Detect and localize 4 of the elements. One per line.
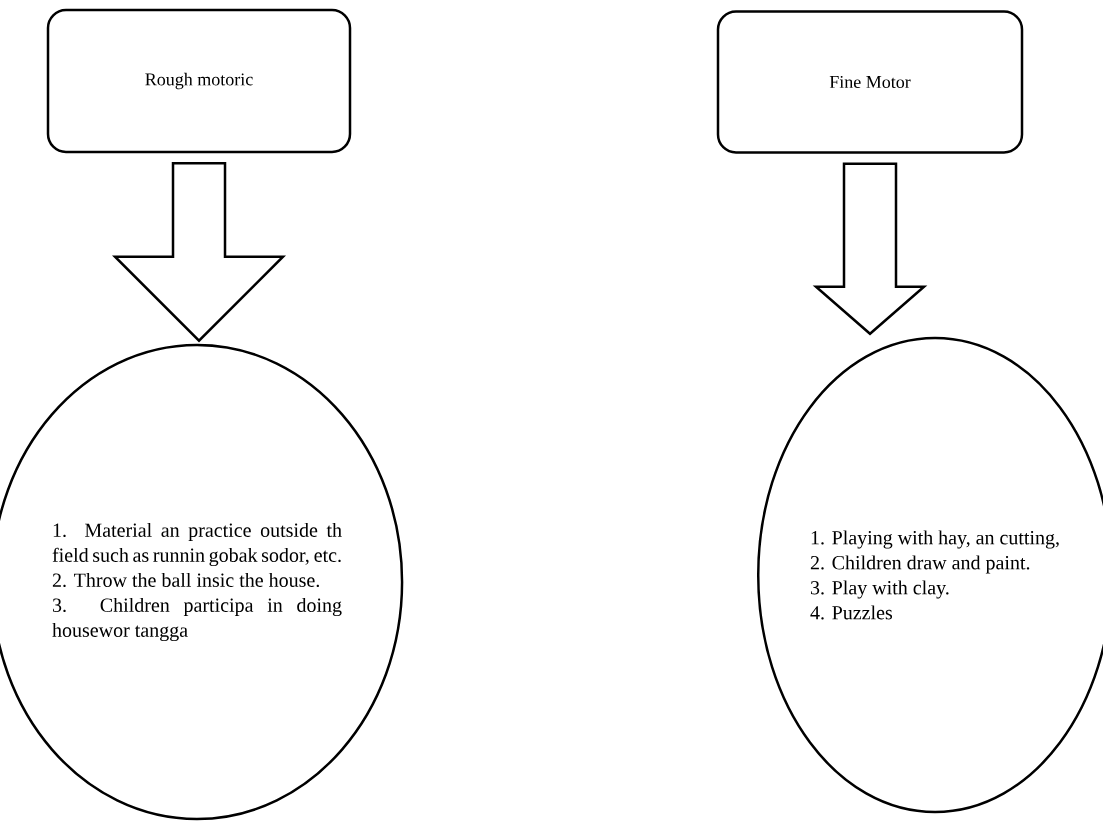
block-arrow	[812, 162, 928, 336]
rounded-box: Fine Motor	[716, 10, 1024, 154]
block-arrow	[112, 162, 287, 343]
rounded-box: Rough motoric	[46, 8, 352, 154]
